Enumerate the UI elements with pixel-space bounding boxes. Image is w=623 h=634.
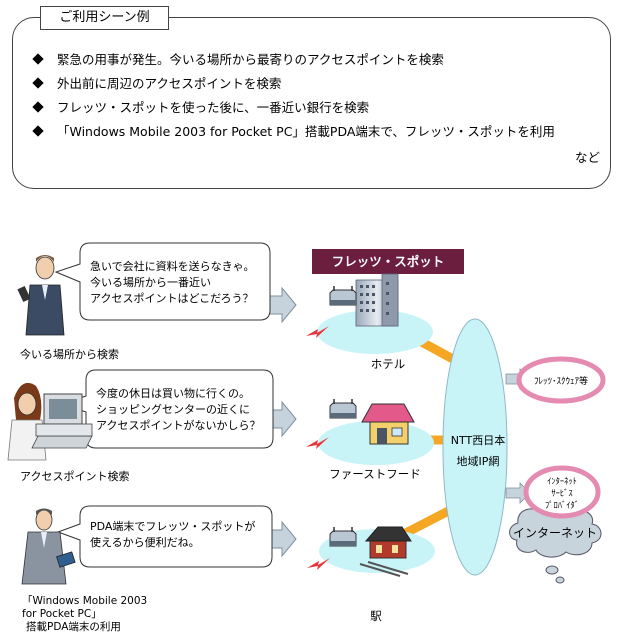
service-label: ｲﾝﾀｰﾈｯﾄ <box>547 477 577 487</box>
wireless-signal-icon <box>306 326 330 570</box>
usage-item: 「Windows Mobile 2003 for Pocket PC」搭載PDA… <box>32 123 555 141</box>
spot-header-bar <box>312 249 464 274</box>
ntt-network-oval <box>442 318 508 576</box>
bubble-text: 急いで会社に資料を送らなきゃ。 <box>90 259 254 273</box>
usage-item: 外出前に周辺のアクセスポイントを検索 <box>32 75 281 93</box>
usage-item: 緊急の用事が発生。今いる場所から最寄りのアクセスポイントを検索 <box>32 51 444 69</box>
fastfood-shop-icon <box>361 403 415 445</box>
location-label: ホテル <box>371 357 406 371</box>
scene-caption: 「Windows Mobile 2003 <box>22 595 147 607</box>
usage-scene-box <box>12 17 611 189</box>
location-label: 駅 <box>370 609 382 623</box>
usage-item: フレッツ・スポットを使った後に、一番近い銀行を検索 <box>32 99 369 117</box>
woman-computer-icon <box>7 382 93 461</box>
network-label: NTT西日本 <box>451 433 505 447</box>
internet-label: インターネット <box>513 526 597 540</box>
service-label: ﾌﾟﾛﾊﾞｲﾀﾞ <box>545 501 579 511</box>
isp-ellipse <box>523 465 601 519</box>
speech-bubble <box>54 242 271 321</box>
bubble-text: 今いる場所から一番近い <box>90 275 211 289</box>
flets-square-ellipse <box>516 356 606 404</box>
bubble-text: アクセスポイントはどこだろう？ <box>90 292 253 305</box>
network-label: 地域IP網 <box>457 454 500 468</box>
scene-caption: アクセスポイント検索 <box>20 469 129 483</box>
bubble-text: 今度の休日は買い物に行くの。 <box>96 386 250 400</box>
station-house-icon <box>359 526 412 577</box>
location-label: ファーストフード <box>329 467 420 481</box>
internet-cloud <box>509 503 602 584</box>
man-pda-icon <box>21 508 76 585</box>
scene-caption: for Pocket PC」 <box>22 608 102 620</box>
scene-caption: 搭載PDA端末の利用 <box>26 620 121 633</box>
businessman-phone-icon <box>17 255 65 336</box>
access-point-icon <box>329 399 357 419</box>
service-label: ﾌﾚｯﾂ･ｽｸｳｪｱ等 <box>534 375 588 387</box>
service-label: ｻｰﾋﾞｽ <box>551 489 572 499</box>
hotel-building-icon <box>355 273 399 327</box>
bubble-text: アクセスポイントがないかしら？ <box>96 418 260 432</box>
access-point-icon <box>329 527 357 547</box>
speech-bubble <box>60 369 274 449</box>
speech-bubble <box>56 505 273 568</box>
bubble-text: 使えるから便利だね。 <box>90 536 200 549</box>
scene-caption: 今いる場所から検索 <box>20 347 119 361</box>
access-point-icon <box>329 286 357 306</box>
bubble-text: PDA端末でフレッツ・スポットが <box>90 519 255 533</box>
usage-scene-title: ご利用シーン例 <box>40 6 169 30</box>
usage-etc: など <box>575 150 601 165</box>
hotel-area <box>317 310 433 354</box>
spot-header-label: フレッツ・スポット <box>332 254 445 269</box>
bubble-text: ショッピングセンターの近くに <box>96 402 250 416</box>
